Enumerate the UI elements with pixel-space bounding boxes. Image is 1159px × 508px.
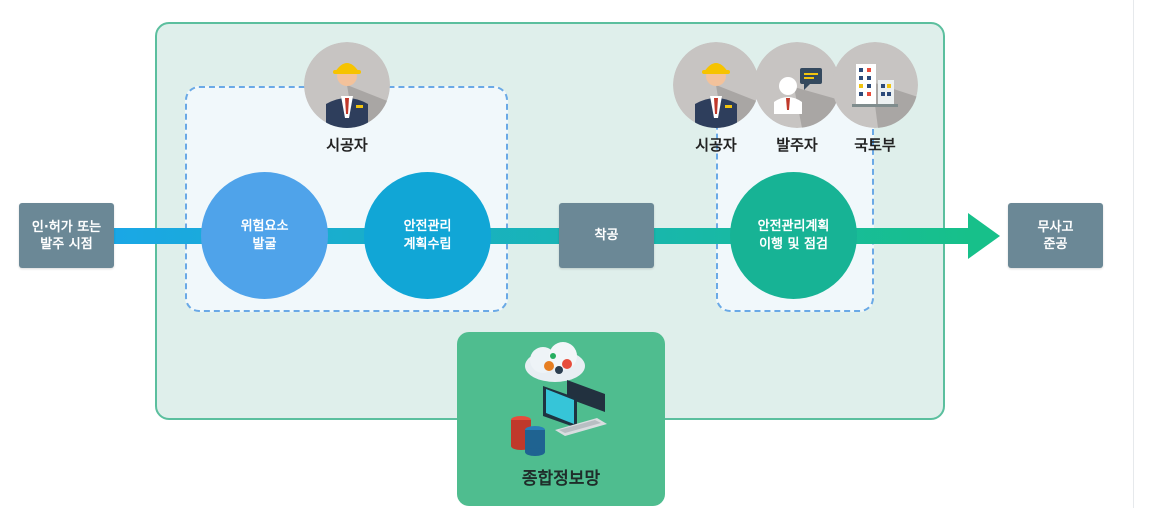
info-system-illustration: [511, 342, 607, 456]
client-person-icon: [754, 42, 840, 128]
safety-plan-step: 안전관리 계획수립: [364, 172, 491, 299]
construction-start-node: 착공: [559, 203, 654, 268]
ministry-label: 국토부: [854, 136, 896, 154]
info-system-box: 종합정보망: [457, 332, 665, 506]
plan-implementation-step: 안전관리계획 이행 및 점검: [730, 172, 857, 299]
right-divider: [1133, 0, 1134, 508]
accident-free-completion-node: 무사고 준공: [1008, 203, 1103, 268]
start-node: 인·허가 또는 발주 시점: [19, 203, 114, 268]
building-icon: [832, 42, 918, 128]
database-icon: [511, 416, 545, 456]
contractor-label-right: 시공자: [695, 136, 737, 154]
contractor-label-left: 시공자: [326, 136, 368, 154]
risk-identification-step: 위험요소 발굴: [201, 172, 328, 299]
cloud-gears-icon: [525, 342, 585, 382]
client-label: 발주자: [776, 136, 818, 154]
worker-icon: [673, 42, 759, 128]
worker-icon: [304, 42, 390, 128]
info-system-label: 종합정보망: [521, 469, 601, 489]
computer-icon: [543, 380, 607, 436]
